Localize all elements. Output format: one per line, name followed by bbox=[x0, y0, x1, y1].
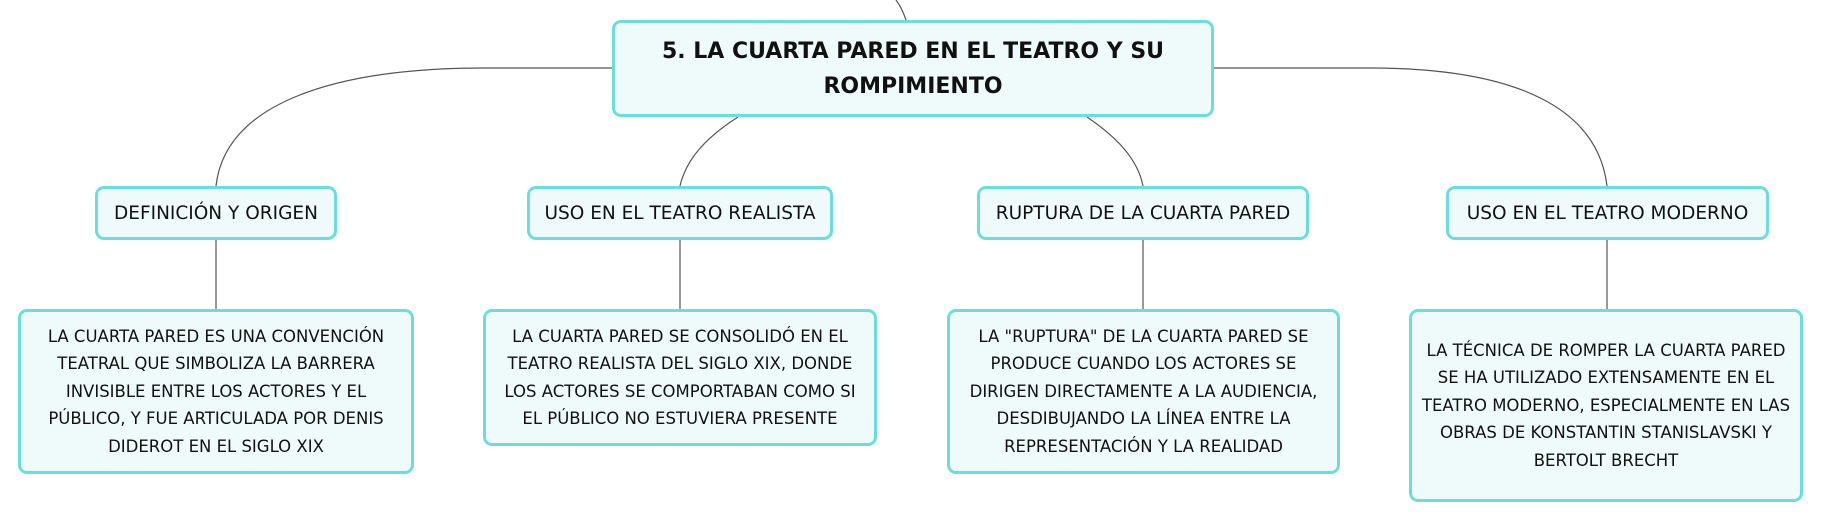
topic-label: RUPTURA DE LA CUARTA PARED bbox=[995, 202, 1291, 224]
central-topic[interactable]: 5. LA CUARTA PARED EN EL TEATRO Y SU ROM… bbox=[612, 20, 1214, 117]
detail-text: LA CUARTA PARED SE CONSOLIDÓ EN EL TEATR… bbox=[504, 326, 856, 429]
topic-uso-en-el-teatro-realista[interactable]: USO EN EL TEATRO REALISTA bbox=[527, 186, 833, 240]
connector-parent-to-root bbox=[895, 0, 907, 21]
central-topic-label: 5. LA CUARTA PARED EN EL TEATRO Y SU ROM… bbox=[661, 38, 1165, 99]
topic-ruptura-de-la-cuarta-pared[interactable]: RUPTURA DE LA CUARTA PARED bbox=[977, 186, 1309, 240]
detail-text: LA CUARTA PARED ES UNA CONVENCIÓN TEATRA… bbox=[47, 326, 385, 456]
connector-root-to-topic-3 bbox=[1086, 116, 1144, 187]
detail-uso-en-el-teatro-moderno[interactable]: LA TÉCNICA DE ROMPER LA CUARTA PARED SE … bbox=[1409, 309, 1803, 502]
detail-uso-en-el-teatro-realista[interactable]: LA CUARTA PARED SE CONSOLIDÓ EN EL TEATR… bbox=[483, 309, 877, 446]
topic-label: USO EN EL TEATRO MODERNO bbox=[1466, 202, 1749, 224]
detail-text: LA TÉCNICA DE ROMPER LA CUARTA PARED SE … bbox=[1421, 340, 1791, 470]
connector-root-to-topic-4 bbox=[1214, 67, 1608, 187]
topic-label: DEFINICIÓN Y ORIGEN bbox=[114, 202, 318, 224]
topic-definicion-y-origen[interactable]: DEFINICIÓN Y ORIGEN bbox=[95, 186, 337, 240]
connector-root-to-topic-1 bbox=[215, 67, 612, 187]
topic-label: USO EN EL TEATRO REALISTA bbox=[544, 202, 816, 224]
detail-text: LA "RUPTURA" DE LA CUARTA PARED SE PRODU… bbox=[969, 326, 1318, 456]
detail-ruptura-de-la-cuarta-pared[interactable]: LA "RUPTURA" DE LA CUARTA PARED SE PRODU… bbox=[947, 309, 1340, 474]
topic-uso-en-el-teatro-moderno[interactable]: USO EN EL TEATRO MODERNO bbox=[1446, 186, 1769, 240]
detail-definicion-y-origen[interactable]: LA CUARTA PARED ES UNA CONVENCIÓN TEATRA… bbox=[18, 309, 414, 474]
connector-root-to-topic-2 bbox=[679, 116, 739, 187]
